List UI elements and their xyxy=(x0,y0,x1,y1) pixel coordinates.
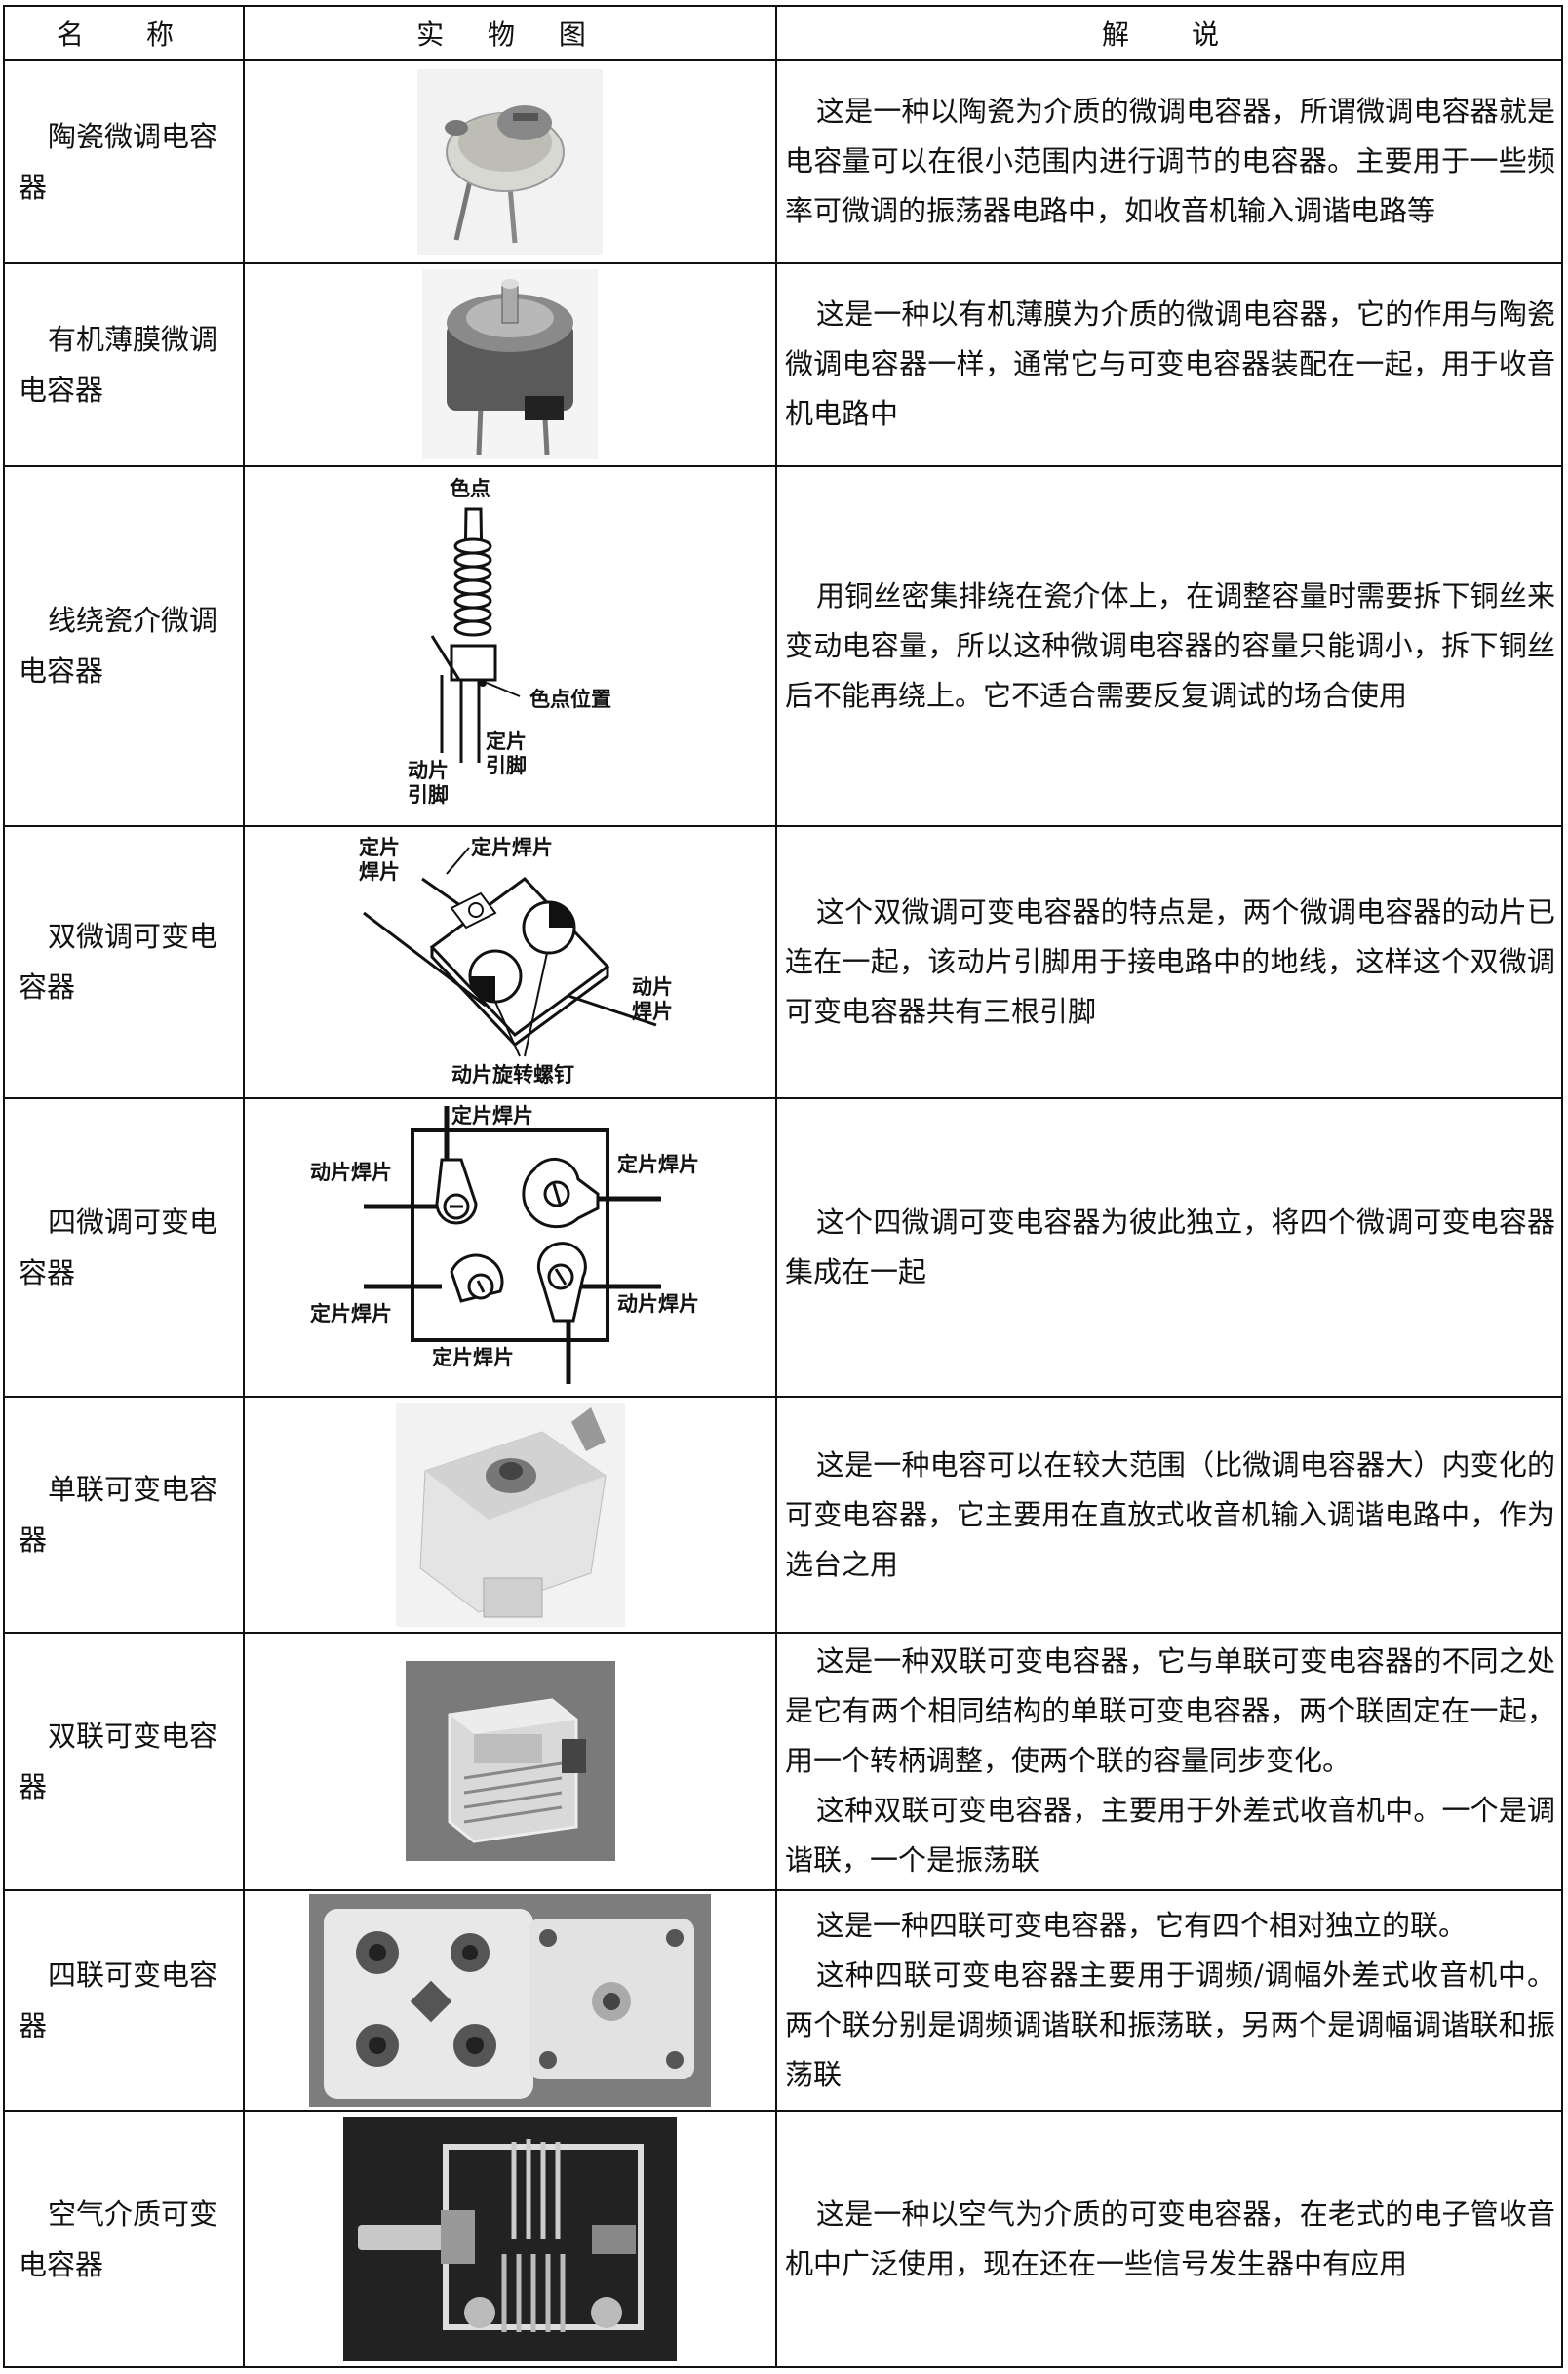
desc-para: 这是一种四联可变电容器，它有四个相对独立的联。 xyxy=(816,1908,1468,1942)
row-desc: 这个双微调可变电容器的特点是，两个微调电容器的动片已连在一起，该动片引脚用于接电… xyxy=(775,824,1563,1099)
row-name: 陶瓷微调电容器 xyxy=(3,59,245,264)
row-name: 有机薄膜微调电容器 xyxy=(3,261,245,468)
label-left: 动片焊片 xyxy=(310,1161,392,1184)
label-moving-2: 焊片 xyxy=(632,1000,673,1023)
photo-cell xyxy=(243,1888,777,2113)
table-row: 空气介质可变电容器 这是一种以空气为介质的可变电容器，在老式的电子管收音机中广泛… xyxy=(3,2110,1563,2368)
label-fixed-pin-2: 引脚 xyxy=(486,754,527,777)
photo-cell xyxy=(243,2110,777,2368)
label-bottom: 定片焊片 xyxy=(432,1346,514,1369)
header-row: 名 称 实 物 图 解 说 xyxy=(3,5,1563,61)
desc-para: 这个双微调可变电容器的特点是，两个微调电容器的动片已连在一起，该动片引脚用于接电… xyxy=(785,894,1555,1028)
label-dot-position: 色点位置 xyxy=(529,688,611,711)
single-gang-photo xyxy=(395,1403,625,1628)
wirewound-trimmer-diagram: 色点 色点位置 定片 xyxy=(408,477,611,807)
diagram-cell: 定片 焊片 定片焊片 动片旋转螺 xyxy=(243,824,777,1099)
row-desc: 这是一种以陶瓷为介质的微调电容器，所谓微调电容器就是电容量可以在很小范围内进行调… xyxy=(775,59,1563,264)
label-top: 定片焊片 xyxy=(451,1104,533,1128)
row-desc: 这是一种双联可变电容器，它与单联可变电容器的不同之处是它有两个相同结构的单联可变… xyxy=(775,1632,1563,1891)
capacitor-table: 名 称 实 物 图 解 说 陶瓷微调电容器 这是一种以陶瓷为介质的微调 xyxy=(3,5,1563,2368)
label-screw: 动片旋转螺钉 xyxy=(451,1063,574,1087)
row-name: 四联可变电容器 xyxy=(3,1888,245,2113)
table-row: 有机薄膜微调电容器 这是一种以有机薄膜为介质的微调电容器，它的作用与陶瓷微调电容… xyxy=(3,261,1563,468)
row-name: 四微调可变电容器 xyxy=(3,1096,245,1399)
quad-trimmer-diagram: 定片焊片 动片焊片 定片焊片 动片焊片 定片焊片 定片焊片 xyxy=(310,1104,699,1385)
row-name: 双微调可变电容器 xyxy=(3,824,245,1099)
label-dot: 色点 xyxy=(450,477,490,500)
table-row: 单联可变电容器 这是一种电容可以在较大范围（比微调电容器大）内变化的可变电容器，… xyxy=(3,1396,1563,1635)
label-right-bottom: 动片焊片 xyxy=(617,1292,699,1316)
row-name: 单联可变电容器 xyxy=(3,1396,245,1635)
table-row: 陶瓷微调电容器 这是一种以陶瓷为介质的微调电容器，所谓微调电容器就是电容量可以在… xyxy=(3,59,1563,264)
table-row: 双微调可变电容器 定片 焊片 定片焊片 xyxy=(3,824,1563,1099)
photo-cell xyxy=(243,1396,777,1635)
table-row: 双联可变电容器 这是一种双联可变电容器，它与单联可变电容器的不同之处是它有两个相… xyxy=(3,1632,1563,1891)
label-fixed-2: 焊片 xyxy=(359,860,400,884)
header-image: 实 物 图 xyxy=(243,5,777,61)
label-fixed-tab: 定片焊片 xyxy=(471,836,553,859)
row-desc: 这个四微调可变电容器为彼此独立，将四个微调可变电容器集成在一起 xyxy=(775,1096,1563,1399)
dual-trimmer-diagram: 定片 焊片 定片焊片 动片旋转螺 xyxy=(359,836,673,1087)
row-desc: 这是一种以有机薄膜为介质的微调电容器，它的作用与陶瓷微调电容器一样，通常它与可变… xyxy=(775,261,1563,468)
desc-para: 这是一种以陶瓷为介质的微调电容器，所谓微调电容器就是电容量可以在很小范围内进行调… xyxy=(785,95,1555,228)
desc-para: 用铜丝密集排绕在瓷介体上，在调整容量时需要拆下铜丝来变动电容量，所以这种微调电容… xyxy=(785,578,1555,712)
four-gang-photo xyxy=(309,1893,711,2107)
label-moving-pin-2: 引脚 xyxy=(408,783,449,807)
row-name: 双联可变电容器 xyxy=(3,1632,245,1891)
desc-para: 这种双联可变电容器，主要用于外差式收音机中。一个是调谐联，一个是振荡联 xyxy=(785,1794,1555,1878)
row-name: 线绕瓷介微调电容器 xyxy=(3,465,245,827)
label-right-top: 定片焊片 xyxy=(617,1153,699,1176)
film-trimmer-photo xyxy=(422,269,598,460)
header-name: 名 称 xyxy=(3,5,245,61)
air-variable-capacitor-photo xyxy=(343,2117,677,2361)
photo-cell xyxy=(243,261,777,468)
desc-para: 这是一种双联可变电容器，它与单联可变电容器的不同之处是它有两个相同结构的单联可变… xyxy=(785,1644,1555,1778)
table-row: 四微调可变电容器 定片焊 xyxy=(3,1096,1563,1399)
photo-cell xyxy=(243,59,777,264)
header-desc: 解 说 xyxy=(775,5,1563,61)
diagram-cell: 定片焊片 动片焊片 定片焊片 动片焊片 定片焊片 定片焊片 xyxy=(243,1096,777,1399)
row-desc: 用铜丝密集排绕在瓷介体上，在调整容量时需要拆下铜丝来变动电容量，所以这种微调电容… xyxy=(775,465,1563,827)
label-left-bottom: 定片焊片 xyxy=(310,1302,392,1325)
diagram-cell: 色点 色点位置 定片 xyxy=(243,465,777,827)
label-fixed-pin-1: 定片 xyxy=(486,730,527,753)
row-desc: 这是一种四联可变电容器，它有四个相对独立的联。 这种四联可变电容器主要用于调频/… xyxy=(775,1888,1563,2113)
label-fixed-1: 定片 xyxy=(359,836,400,859)
row-desc: 这是一种以空气为介质的可变电容器，在老式的电子管收音机中广泛使用，现在还在一些信… xyxy=(775,2110,1563,2368)
desc-para: 这是一种以空气为介质的可变电容器，在老式的电子管收音机中广泛使用，现在还在一些信… xyxy=(785,2196,1555,2280)
label-moving-1: 动片 xyxy=(632,975,673,999)
desc-para: 这是一种以有机薄膜为介质的微调电容器，它的作用与陶瓷微调电容器一样，通常它与可变… xyxy=(785,297,1555,431)
desc-para: 这种四联可变电容器主要用于调频/调幅外差式收音机中。两个联分别是调频调谐联和振荡… xyxy=(785,1958,1555,2091)
desc-para: 这个四微调可变电容器为彼此独立，将四个微调可变电容器集成在一起 xyxy=(785,1206,1555,1289)
label-moving-pin-1: 动片 xyxy=(408,759,449,782)
desc-para: 这是一种电容可以在较大范围（比微调电容器大）内变化的可变电容器，它主要用在直放式… xyxy=(785,1447,1555,1581)
table-row: 四联可变电容器 这是一种四联可变电容器，它有四个相对独立的联。 这种四联可变电容… xyxy=(3,1888,1563,2113)
row-name: 空气介质可变电容器 xyxy=(3,2110,245,2368)
row-desc: 这是一种电容可以在较大范围（比微调电容器大）内变化的可变电容器，它主要用在直放式… xyxy=(775,1396,1563,1635)
photo-cell xyxy=(243,1632,777,1891)
ceramic-trimmer-photo xyxy=(417,68,603,255)
twin-gang-photo xyxy=(405,1661,615,1862)
table-row: 线绕瓷介微调电容器 色点 xyxy=(3,465,1563,827)
